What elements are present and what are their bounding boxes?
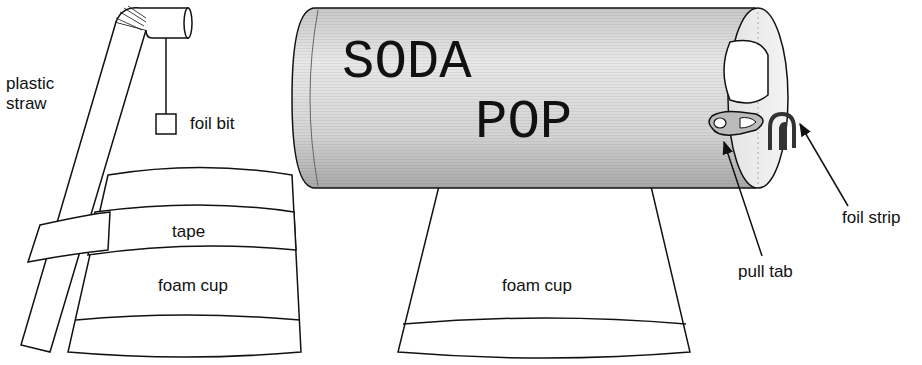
part-label: foil strip [842,208,901,228]
part-label: tape [172,222,205,242]
part-label: plastic straw [6,74,66,113]
can-text: POP [475,96,572,150]
part-label: pull tab [738,262,793,282]
can-text: SODA [342,36,472,90]
part-label: foam cup [502,276,572,296]
part-label: foil bit [190,114,234,134]
part-label: foam cup [158,276,228,296]
